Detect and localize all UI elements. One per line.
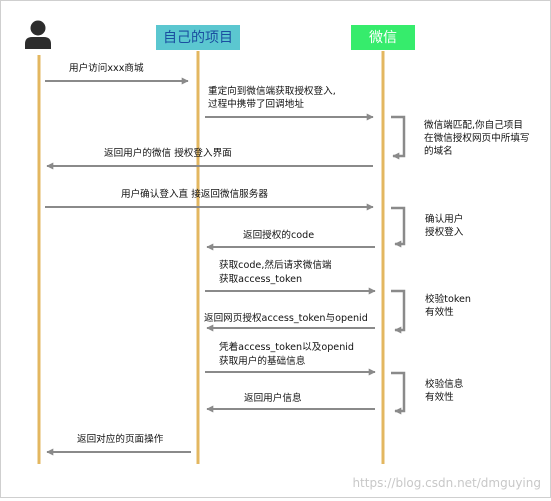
participant-wechat: 微信 — [351, 25, 415, 50]
note-text: 校验信息 有效性 — [425, 378, 466, 403]
message-label: 获取code,然后请求微信端 获取access_token — [219, 259, 335, 285]
message-label: 返回授权的code — [243, 229, 314, 241]
note-text: 确认用户 授权登入 — [425, 213, 466, 238]
message-label: 用户访问xxx商城 — [69, 62, 144, 74]
watermark: https://blog.csdn.net/dmguying — [352, 476, 541, 490]
message-label: 返回用户的微信 授权登入界面 — [104, 147, 232, 159]
participant-wechat-label: 微信 — [369, 30, 397, 46]
message-label: 凭着access_token以及openid 获取用户的基础信息 — [219, 341, 357, 367]
user-icon — [25, 20, 51, 49]
note-loop-arrow — [391, 115, 406, 160]
note-loop-arrow — [391, 206, 406, 248]
note-loop-arrow — [391, 289, 406, 334]
message-label: 重定向到微信端获取授权登入, 过程中携带了回调地址 — [208, 85, 339, 110]
message-label: 返回对应的页面操作 — [77, 433, 164, 445]
note-text: 微信端匹配,你自己项目 在微信授权网页中所填写 的域名 — [424, 119, 533, 157]
note-text: 校验token 有效性 — [425, 293, 474, 318]
note-loop-arrow — [391, 371, 406, 415]
message-label: 返回用户信息 — [244, 392, 302, 404]
participant-project: 自己的项目 — [156, 25, 240, 50]
message-label: 返回网页授权access_token与openid — [204, 312, 368, 324]
participant-project-label: 自己的项目 — [163, 30, 233, 46]
message-label: 用户确认登入直 接返回微信服务器 — [121, 188, 268, 200]
